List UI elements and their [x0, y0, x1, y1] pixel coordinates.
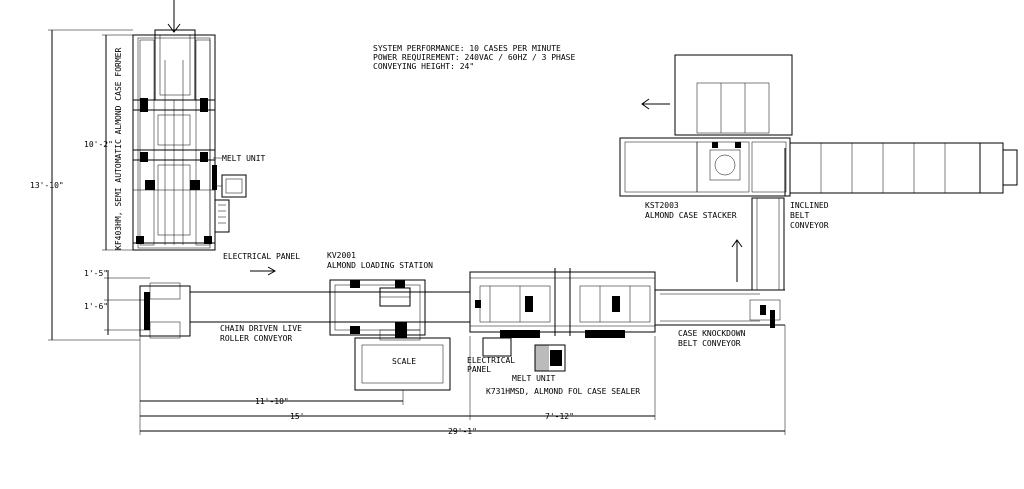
- dim-10-2: 10'-2": [84, 140, 113, 149]
- dimension-lines-bottom: [139, 325, 786, 435]
- label-elec-panel-1: ELECTRICAL: [467, 356, 515, 365]
- case-sealer: [469, 268, 656, 372]
- knockdown-conveyor: [655, 289, 785, 328]
- label-electrical-panel: ELECTRICAL PANEL: [223, 252, 300, 261]
- dim-11-10: 11'-10": [255, 397, 289, 406]
- label-incl-3: CONVEYOR: [790, 221, 829, 230]
- label-case-former: KF403HM, SEMI AUTOMATIC ALMOND CASE FORM…: [114, 48, 123, 250]
- label-loading-model: KV2001: [327, 251, 356, 260]
- dim-29-1: 29'-1": [448, 427, 477, 436]
- system-notes: SYSTEM PERFORMANCE: 10 CASES PER MINUTE …: [373, 44, 575, 71]
- flow-arrow-right: [250, 266, 277, 276]
- label-loading-name: ALMOND LOADING STATION: [327, 261, 433, 270]
- note-performance: SYSTEM PERFORMANCE: 10 CASES PER MINUTE: [373, 44, 561, 53]
- note-height: CONVEYING HEIGHT: 24": [373, 62, 474, 71]
- label-knock-2: BELT CONVEYOR: [678, 339, 741, 348]
- dim-15: 15': [290, 412, 304, 421]
- case-former: [132, 0, 247, 251]
- case-stacker: [619, 54, 1018, 197]
- dim-1-6: 1'-6": [84, 302, 108, 311]
- label-scale: SCALE: [392, 357, 416, 366]
- label-melt-unit-sealer: MELT UNIT: [512, 374, 556, 383]
- label-knock-1: CASE KNOCKDOWN: [678, 329, 746, 338]
- note-power: POWER REQUIREMENT: 240VAC / 60HZ / 3 PHA…: [373, 53, 575, 62]
- label-chain-1: CHAIN DRIVEN LIVE: [220, 324, 302, 333]
- inclined-conveyor: [731, 197, 785, 291]
- label-sealer: K731HMSD, ALMOND FOL CASE SEALER: [486, 387, 640, 396]
- label-stacker-name: ALMOND CASE STACKER: [645, 211, 737, 220]
- label-melt-unit-former: MELT UNIT: [222, 154, 266, 163]
- dimension-lines-left: [48, 29, 150, 341]
- loading-station: [329, 279, 471, 391]
- label-chain-2: ROLLER CONVEYOR: [220, 334, 292, 343]
- roller-conveyor: [139, 282, 470, 339]
- dim-1-5: 1'-5": [84, 269, 108, 278]
- dim-13-10: 13'-10": [30, 181, 64, 190]
- label-elec-panel-2: PANEL: [467, 365, 491, 374]
- dim-7-12: 7'-12": [545, 412, 574, 421]
- label-stacker-model: KST2003: [645, 201, 679, 210]
- label-incl-2: BELT: [790, 211, 809, 220]
- label-incl-1: INCLINED: [790, 201, 829, 210]
